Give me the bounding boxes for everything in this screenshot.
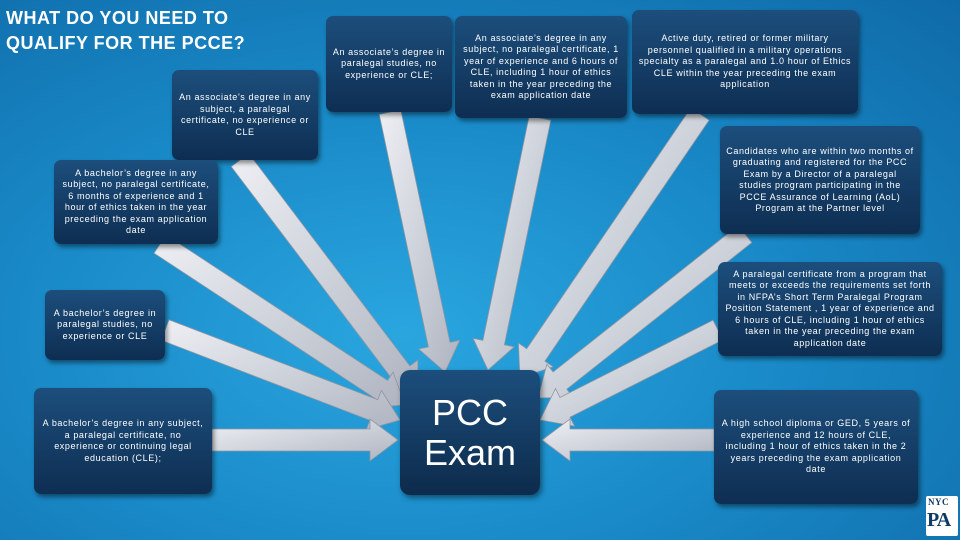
- option-text: An associate’s degree in paralegal studi…: [332, 46, 446, 80]
- center-label-line2: Exam: [423, 431, 517, 473]
- arrow-from-paralegal-certificate: [539, 319, 724, 427]
- arrow-from-assoc-experience: [472, 115, 552, 371]
- nycpa-logo: NYC PA: [926, 496, 958, 536]
- option-box-paralegal-certificate: A paralegal certificate from a program t…: [718, 262, 942, 356]
- option-text: An associate’s degree in any subject, a …: [179, 92, 311, 137]
- option-box-high-school: A high school diploma or GED, 5 years of…: [714, 390, 918, 504]
- page-title: WHAT DO YOU NEED TO QUALIFY FOR THE PCCE…: [6, 8, 246, 53]
- option-text: A high school diploma or GED, 5 years of…: [721, 418, 911, 475]
- option-text: Active duty, retired or former military …: [638, 33, 852, 90]
- option-text: Candidates who are within two months of …: [726, 145, 914, 214]
- center-exam-box: PCC Exam: [400, 370, 540, 495]
- option-text: An associate’s degree in any subject, no…: [463, 32, 619, 101]
- center-label-line1: PCC: [431, 391, 508, 433]
- arrow-from-bachelor-paralegal: [160, 319, 401, 431]
- option-text: A bachelor’s degree in any subject, a pa…: [42, 418, 204, 463]
- option-box-assoc-any-cert: An associate’s degree in any subject, a …: [172, 70, 318, 160]
- logo-text-top: NYC: [928, 497, 949, 507]
- option-box-bachelor-any-experience: A bachelor’s degree in any subject, no p…: [54, 160, 218, 244]
- option-box-graduating-candidates: Candidates who are within two months of …: [720, 126, 920, 234]
- option-text: A bachelor’s degree in any subject, no p…: [62, 167, 210, 236]
- option-text: A bachelor’s degree in paralegal studies…: [53, 307, 157, 341]
- arrow-from-bachelor-any-cert: [211, 418, 399, 462]
- arrow-from-high-school: [541, 418, 715, 462]
- option-text: A paralegal certificate from a program t…: [725, 268, 935, 348]
- option-box-bachelor-any-cert: A bachelor’s degree in any subject, a pa…: [34, 388, 212, 494]
- logo-text-bottom: PA: [927, 509, 951, 531]
- option-box-military: Active duty, retired or former military …: [632, 10, 858, 114]
- option-box-bachelor-paralegal: A bachelor’s degree in paralegal studies…: [45, 290, 165, 360]
- option-box-assoc-paralegal: An associate’s degree in paralegal studi…: [326, 16, 452, 112]
- option-box-assoc-experience: An associate’s degree in any subject, no…: [455, 16, 627, 118]
- arrow-from-assoc-paralegal: [378, 109, 461, 373]
